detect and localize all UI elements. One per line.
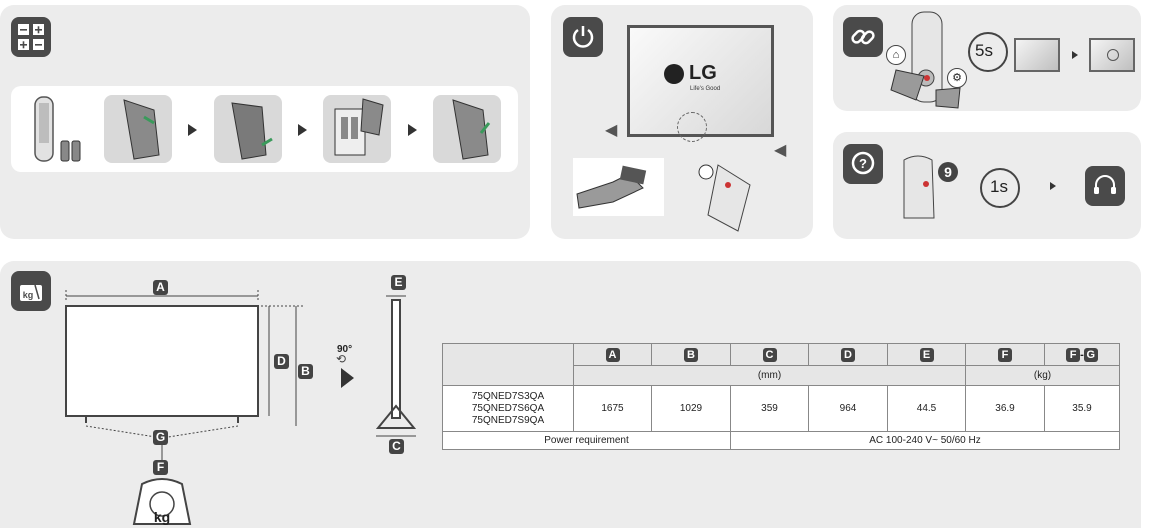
rotation-arrow-icon: ⟲ [336, 352, 347, 366]
spec-table: A B C D E F F-G (mm) (kg) 75QNED7S3QA 75… [442, 343, 1120, 450]
header-d: D [808, 343, 888, 366]
power-icon [563, 17, 603, 57]
header-f: F [965, 343, 1045, 366]
header-label-c: C [762, 347, 777, 362]
value-fg: 35.9 [1044, 385, 1120, 432]
model-name: 75QNED7S6QA [471, 402, 545, 414]
dimension-label-b: B [298, 364, 313, 379]
tv-off-thumbnail [1014, 38, 1060, 72]
timer-5s-text: 5s [975, 41, 993, 60]
settings-icon: ⚙ [947, 68, 967, 88]
dimension-label-g: G [153, 430, 168, 445]
headset-icon [1085, 166, 1125, 206]
header-label-f: F [998, 347, 1012, 362]
header-fg-separator: - [1080, 348, 1084, 361]
lg-logo: LG [664, 62, 717, 85]
link-icon [843, 17, 883, 57]
header-label-e: E [919, 347, 934, 362]
svg-text:?: ? [859, 156, 867, 171]
rotation-label: 90° [337, 344, 353, 355]
battery-icon [11, 17, 51, 57]
lg-tagline: Life's Good [690, 86, 721, 92]
header-a: A [573, 343, 652, 366]
battery-step-2 [214, 95, 282, 163]
header-label-d: D [841, 347, 855, 362]
svg-text:kg: kg [23, 290, 34, 300]
value-f: 36.9 [965, 385, 1045, 432]
remote-with-batteries [34, 96, 81, 162]
header-c: C [730, 343, 809, 366]
unit-kg: (kg) [965, 365, 1120, 386]
lg-logo-text: LG [689, 62, 717, 84]
tv-on-thumbnail [1089, 38, 1135, 72]
header-b: B [651, 343, 731, 366]
header-e: E [887, 343, 966, 366]
header-label-fg-f: F [1066, 347, 1081, 362]
value-c: 359 [730, 385, 809, 432]
hand-press-panel [573, 158, 664, 216]
help-icon: ? [843, 144, 883, 184]
dimension-label-c: C [389, 439, 404, 454]
step-arrow [188, 124, 197, 136]
step-arrow [1072, 51, 1078, 59]
header-label-a: A [605, 347, 620, 362]
mute-icon: ◀︎ [774, 142, 787, 159]
sensor-circle [677, 112, 707, 142]
timer-icon [968, 32, 1008, 72]
table-corner [442, 343, 574, 386]
pairing-indicator-icon [1107, 49, 1119, 61]
dimension-label-a: A [153, 280, 168, 295]
power-requirement-value: AC 100-240 V~ 50/60 Hz [730, 431, 1120, 450]
header-fg: F-G [1044, 343, 1120, 366]
button-nine-badge: 9 [938, 162, 958, 182]
step-arrow [408, 124, 417, 136]
remote-help-illustration [903, 155, 935, 219]
tv-side-diagram [375, 295, 417, 437]
step-arrow [298, 124, 307, 136]
model-name: 75QNED7S3QA [471, 390, 545, 402]
value-e: 44.5 [887, 385, 966, 432]
battery-step-3 [323, 95, 391, 163]
value-a: 1675 [573, 385, 652, 432]
value-b: 1029 [651, 385, 731, 432]
header-label-b: B [684, 347, 698, 362]
remote-power-illustration [698, 164, 751, 232]
lg-circle-icon [664, 63, 684, 84]
battery-step-4 [433, 95, 501, 163]
dimension-label-f: F [153, 460, 168, 475]
power-requirement-label: Power requirement [442, 431, 731, 450]
dimension-label-e: E [391, 275, 406, 290]
dimension-label-d: D [274, 354, 289, 369]
weight-icon: kg [11, 271, 51, 311]
svg-text:kg: kg [154, 509, 170, 525]
battery-step-1 [104, 95, 172, 163]
header-label-fg-g: G [1083, 347, 1098, 362]
timer-1s-text: 1s [990, 177, 1008, 196]
model-name: 75QNED7S9QA [471, 414, 545, 426]
timer-icon [980, 168, 1020, 208]
unit-mm: (mm) [573, 365, 966, 386]
mute-icon: ◀︎ [605, 122, 618, 139]
home-icon: ⌂ [886, 45, 906, 65]
model-list: 75QNED7S3QA 75QNED7S6QA 75QNED7S9QA [442, 385, 574, 432]
step-arrow [1050, 182, 1056, 190]
value-d: 964 [808, 385, 888, 432]
remote-pairing-illustration [890, 11, 961, 109]
tv-front-diagram: kg [65, 290, 304, 525]
rotate-arrow [341, 368, 354, 388]
